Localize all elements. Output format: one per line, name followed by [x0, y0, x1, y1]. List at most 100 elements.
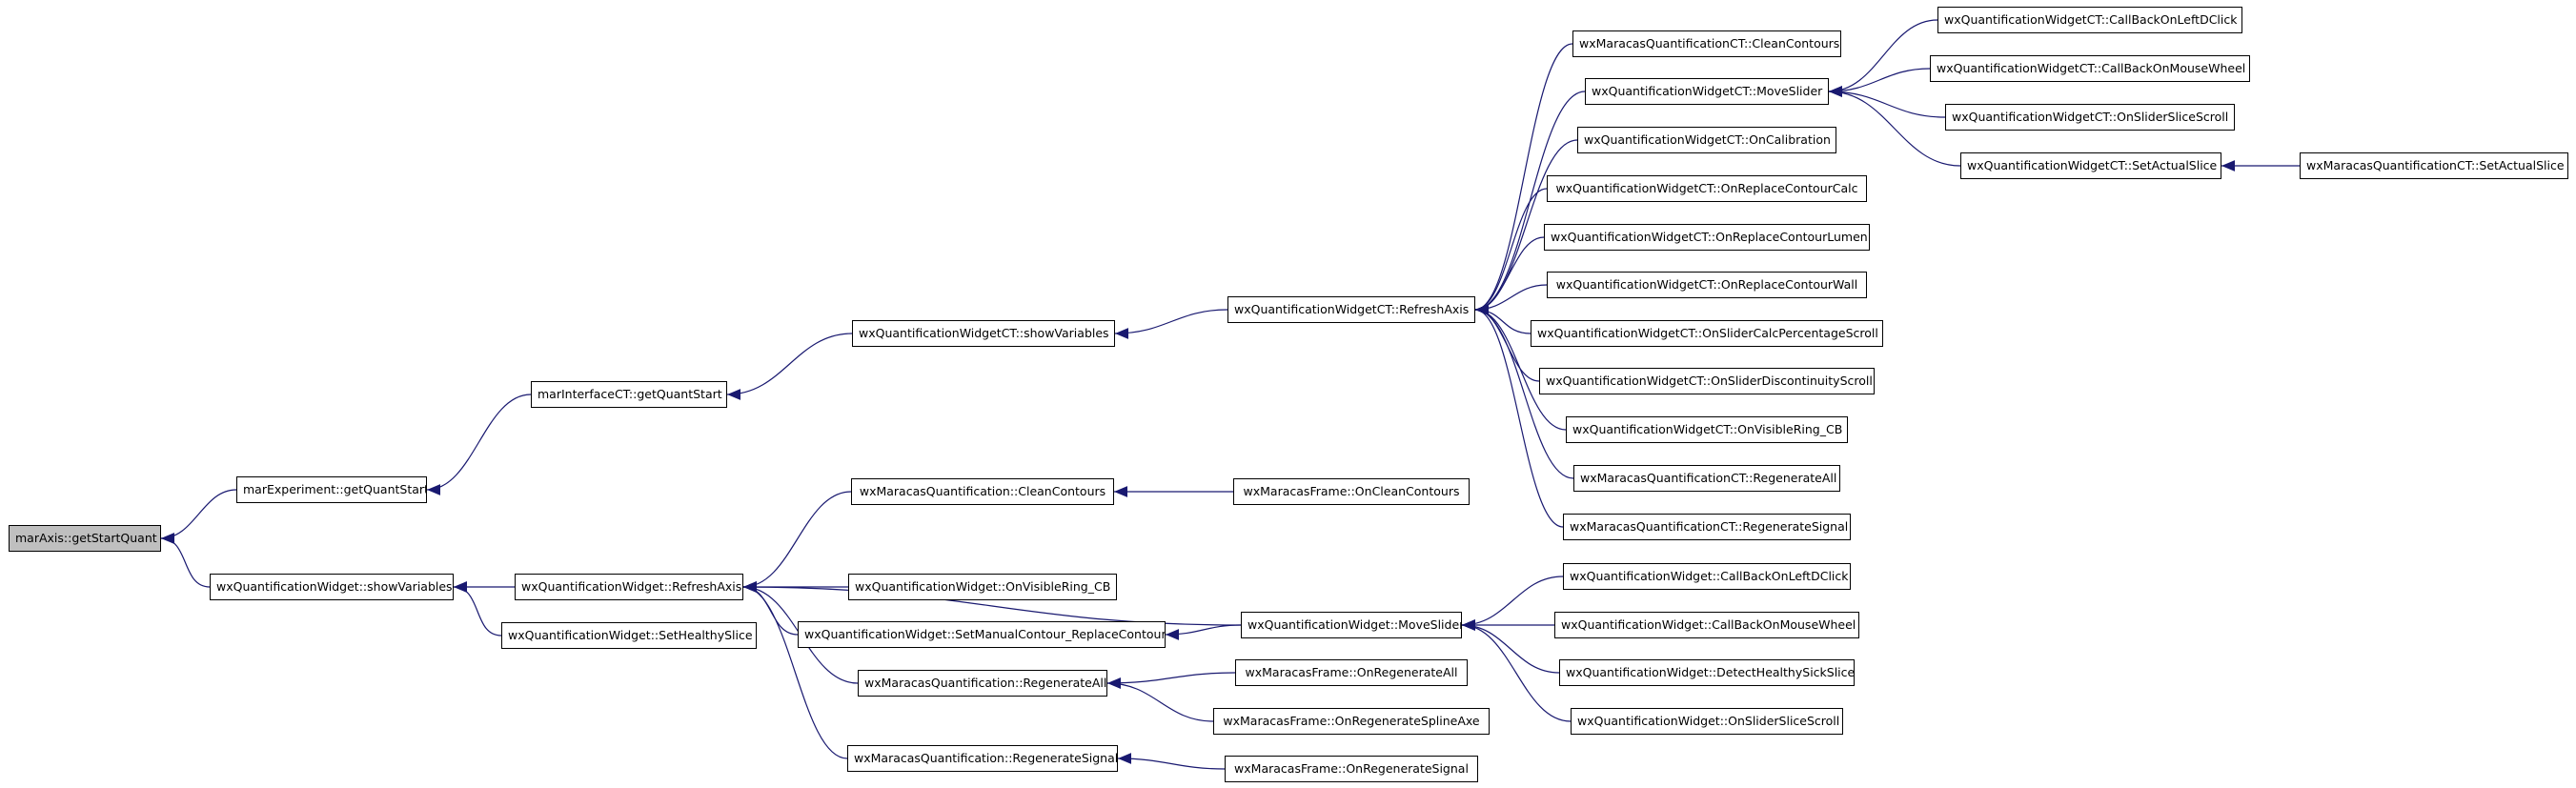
node-wxQuantificationWidget-OnVisibleRing_CB[interactable]: wxQuantificationWidget::OnVisibleRing_CB — [848, 574, 1117, 600]
edge-n3-to-n1 — [426, 394, 532, 495]
node-label: wxMaracasFrame::OnRegenerateAll — [1245, 665, 1458, 679]
node-label: wxQuantificationWidgetCT::CallBackOnLeft… — [1944, 12, 2238, 27]
edge-n6-to-n5 — [1474, 43, 1573, 315]
node-wxQuantificationWidget-CallBackOnMouseWheel[interactable]: wxQuantificationWidget::CallBackOnMouseW… — [1554, 612, 1859, 638]
edge-n16-to-n5 — [1474, 304, 1564, 528]
node-wxQuantificationWidgetCT-OnReplaceContourCalc[interactable]: wxQuantificationWidgetCT::OnReplaceConto… — [1547, 175, 1867, 202]
node-label: wxMaracasQuantification::CleanContours — [859, 484, 1106, 498]
node-wxQuantificationWidget-SetManualContour_ReplaceContour[interactable]: wxQuantificationWidget::SetManualContour… — [798, 621, 1166, 648]
node-wxQuantificationWidgetCT-OnSliderDiscontinuityScroll[interactable]: wxQuantificationWidgetCT::OnSliderDiscon… — [1539, 368, 1875, 394]
node-wxQuantificationWidgetCT-OnReplaceContourLumen[interactable]: wxQuantificationWidgetCT::OnReplaceConto… — [1544, 224, 1870, 251]
node-label: wxQuantificationWidgetCT::OnReplaceConto… — [1551, 230, 1868, 244]
node-label: wxQuantificationWidgetCT::CallBackOnMous… — [1937, 61, 2246, 75]
node-label: wxQuantificationWidget::showVariables — [216, 579, 453, 594]
node-wxQuantificationWidgetCT-SetActualSlice[interactable]: wxQuantificationWidgetCT::SetActualSlice — [1960, 152, 2221, 179]
edge-n32-to-n22 — [742, 581, 848, 759]
node-label: wxMaracasQuantificationCT::RegenerateSig… — [1570, 519, 1849, 534]
edge-n23-to-n2 — [453, 581, 502, 636]
edge-n4-to-n3 — [726, 333, 853, 400]
node-label: wxQuantificationWidget::CallBackOnLeftDC… — [1570, 569, 1849, 583]
edge-n37-to-n28 — [1461, 619, 1572, 722]
node-wxMaracasQuantificationCT-SetActualSlice[interactable]: wxMaracasQuantificationCT::SetActualSlic… — [2300, 152, 2568, 179]
edge-n15-to-n5 — [1474, 304, 1574, 479]
node-wxMaracasQuantification-CleanContours[interactable]: wxMaracasQuantification::CleanContours — [851, 478, 1114, 505]
node-marInterfaceCT-getQuantStart[interactable]: marInterfaceCT::getQuantStart — [531, 381, 727, 408]
node-label: wxQuantificationWidget::MoveSlider — [1247, 617, 1462, 632]
node-label: marExperiment::getQuantStart — [243, 482, 427, 496]
node-wxQuantificationWidgetCT-showVariables[interactable]: wxQuantificationWidgetCT::showVariables — [852, 320, 1115, 347]
node-wxQuantificationWidget-DetectHealthySickSlice[interactable]: wxQuantificationWidget::DetectHealthySic… — [1559, 659, 1855, 686]
edge-n33-to-n32 — [1117, 753, 1226, 770]
node-label: wxQuantificationWidgetCT::OnSliderCalcPe… — [1537, 326, 1878, 340]
node-label: wxQuantificationWidget::CallBackOnMouseW… — [1561, 617, 1856, 632]
node-wxQuantificationWidgetCT-OnVisibleRing_CB[interactable]: wxQuantificationWidgetCT::OnVisibleRing_… — [1566, 416, 1848, 443]
edge-n9-to-n5 — [1474, 188, 1548, 315]
node-wxQuantificationWidgetCT-CallBackOnLeftDClick[interactable]: wxQuantificationWidgetCT::CallBackOnLeft… — [1937, 7, 2242, 33]
node-label: wxMaracasFrame::OnRegenerateSignal — [1234, 761, 1469, 776]
edge-n34-to-n28 — [1461, 576, 1564, 631]
node-wxMaracasFrame-OnRegenerateSignal[interactable]: wxMaracasFrame::OnRegenerateSignal — [1225, 756, 1478, 782]
node-wxMaracasFrame-OnRegenerateAll[interactable]: wxMaracasFrame::OnRegenerateAll — [1235, 659, 1468, 686]
node-label: wxQuantificationWidgetCT::SetActualSlice — [1967, 158, 2218, 172]
node-label: wxQuantificationWidgetCT::OnCalibration — [1584, 132, 1831, 147]
edge-n24-to-n22 — [742, 491, 852, 593]
node-wxQuantificationWidgetCT-OnReplaceContourWall[interactable]: wxQuantificationWidgetCT::OnReplaceConto… — [1547, 272, 1867, 298]
edge-n30-to-n29 — [1106, 672, 1236, 689]
node-wxQuantificationWidget-SetHealthySlice[interactable]: wxQuantificationWidget::SetHealthySlice — [501, 622, 757, 649]
node-wxQuantificationWidget-RefreshAxis[interactable]: wxQuantificationWidget::RefreshAxis — [515, 574, 743, 600]
edge-n31-to-n29 — [1106, 677, 1214, 722]
node-wxMaracasFrame-OnCleanContours[interactable]: wxMaracasFrame::OnCleanContours — [1233, 478, 1470, 505]
node-wxQuantificationWidgetCT-CallBackOnMouseWheel[interactable]: wxQuantificationWidgetCT::CallBackOnMous… — [1930, 55, 2250, 82]
edge-n5-to-n4 — [1114, 309, 1228, 339]
edge-n36-to-n28 — [1461, 619, 1560, 674]
node-label: wxMaracasFrame::OnCleanContours — [1243, 484, 1460, 498]
node-wxQuantificationWidgetCT-OnSliderCalcPercentageScroll[interactable]: wxQuantificationWidgetCT::OnSliderCalcPe… — [1531, 320, 1883, 347]
node-label: wxQuantificationWidget::RefreshAxis — [521, 579, 742, 594]
node-label: wxQuantificationWidgetCT::RefreshAxis — [1234, 302, 1470, 316]
node-wxQuantificationWidget-MoveSlider[interactable]: wxQuantificationWidget::MoveSlider — [1241, 612, 1462, 638]
node-wxMaracasQuantificationCT-RegenerateSignal[interactable]: wxMaracasQuantificationCT::RegenerateSig… — [1563, 514, 1851, 540]
edge-n1-to-n0 — [160, 489, 237, 544]
node-label: wxMaracasQuantification::RegenerateAll — [864, 676, 1107, 690]
node-label: wxQuantificationWidget::OnSliderSliceScr… — [1577, 714, 1840, 728]
node-label: wxMaracasFrame::OnRegenerateSplineAxe — [1223, 714, 1480, 728]
node-label: wxMaracasQuantification::RegenerateSigna… — [854, 751, 1118, 765]
node-label: wxMaracasQuantificationCT::SetActualSlic… — [2306, 158, 2565, 172]
node-wxQuantificationWidget-OnSliderSliceScroll[interactable]: wxQuantificationWidget::OnSliderSliceScr… — [1571, 708, 1843, 735]
node-label: wxMaracasQuantificationCT::CleanContours — [1579, 36, 1840, 51]
node-wxQuantificationWidgetCT-RefreshAxis[interactable]: wxQuantificationWidgetCT::RefreshAxis — [1227, 296, 1475, 323]
node-label: wxQuantificationWidget::SetHealthySlice — [508, 628, 753, 642]
node-label: wxMaracasQuantificationCT::RegenerateAll — [1580, 471, 1837, 485]
node-wxQuantificationWidget-showVariables[interactable]: wxQuantificationWidget::showVariables — [210, 574, 454, 600]
node-label: marAxis::getStartQuant — [15, 531, 157, 545]
edge-n2-to-n0 — [160, 533, 211, 588]
node-wxMaracasQuantificationCT-CleanContours[interactable]: wxMaracasQuantificationCT::CleanContours — [1572, 30, 1841, 57]
node-label: wxQuantificationWidget::SetManualContour… — [804, 627, 1166, 641]
node-label: marInterfaceCT::getQuantStart — [538, 387, 722, 401]
edge-n18-to-n7 — [1828, 68, 1931, 97]
edge-n28-to-n27 — [1165, 624, 1242, 640]
edge-n17-to-n7 — [1828, 19, 1938, 97]
node-wxQuantificationWidget-CallBackOnLeftDClick[interactable]: wxQuantificationWidget::CallBackOnLeftDC… — [1563, 563, 1851, 590]
node-wxQuantificationWidgetCT-OnSliderSliceScroll[interactable]: wxQuantificationWidgetCT::OnSliderSliceS… — [1945, 104, 2235, 131]
node-marExperiment-getQuantStart[interactable]: marExperiment::getQuantStart — [236, 476, 427, 503]
edge-n19-to-n7 — [1828, 86, 1946, 118]
node-wxQuantificationWidgetCT-OnCalibration[interactable]: wxQuantificationWidgetCT::OnCalibration — [1577, 127, 1836, 153]
node-label: wxQuantificationWidgetCT::OnReplaceConto… — [1555, 277, 1858, 292]
node-label: wxQuantificationWidgetCT::OnSliderSliceS… — [1952, 110, 2229, 124]
node-label: wxQuantificationWidgetCT::MoveSlider — [1592, 84, 1823, 98]
node-wxMaracasQuantification-RegenerateAll[interactable]: wxMaracasQuantification::RegenerateAll — [858, 670, 1107, 697]
node-label: wxQuantificationWidget::DetectHealthySic… — [1566, 665, 1855, 679]
node-wxQuantificationWidgetCT-MoveSlider[interactable]: wxQuantificationWidgetCT::MoveSlider — [1585, 78, 1829, 105]
node-label: wxQuantificationWidgetCT::OnReplaceConto… — [1555, 181, 1858, 195]
node-wxMaracasFrame-OnRegenerateSplineAxe[interactable]: wxMaracasFrame::OnRegenerateSplineAxe — [1213, 708, 1490, 735]
node-wxMaracasQuantificationCT-RegenerateAll[interactable]: wxMaracasQuantificationCT::RegenerateAll — [1573, 465, 1840, 492]
node-label: wxQuantificationWidget::OnVisibleRing_CB — [855, 579, 1111, 594]
edge-n20-to-n7 — [1828, 86, 1961, 167]
node-marAxis-getStartQuant: marAxis::getStartQuant — [9, 525, 161, 552]
node-label: wxQuantificationWidgetCT::OnSliderDiscon… — [1546, 374, 1873, 388]
node-label: wxQuantificationWidgetCT::showVariables — [859, 326, 1109, 340]
node-wxMaracasQuantification-RegenerateSignal[interactable]: wxMaracasQuantification::RegenerateSigna… — [847, 745, 1118, 772]
